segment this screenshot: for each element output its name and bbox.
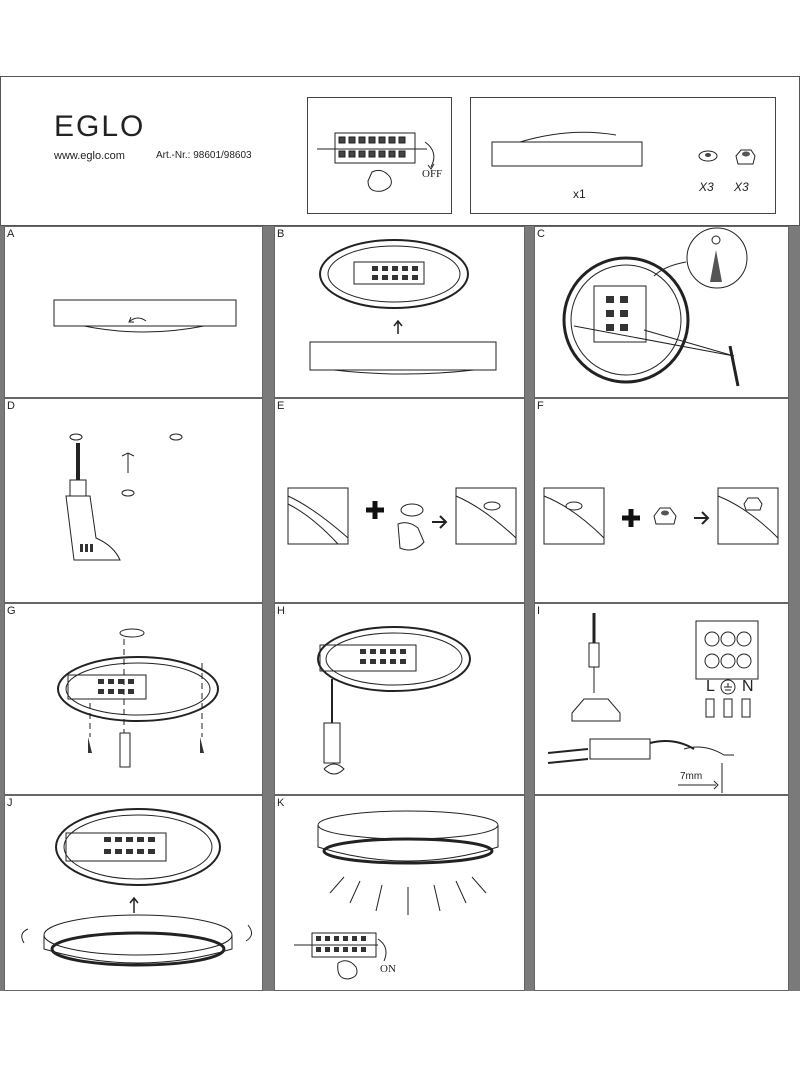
step-panel-k: K: [274, 795, 525, 991]
column-separator: [263, 226, 274, 991]
step-letter: J: [7, 797, 13, 809]
cap-icon: [735, 149, 756, 165]
wiring-illustration: [547, 613, 759, 793]
screw-quantity: X3: [699, 180, 714, 194]
step-letter: F: [537, 400, 544, 412]
screw-icon: [698, 150, 718, 162]
step-letter: H: [277, 605, 285, 617]
cap-quantity: X3: [734, 180, 749, 194]
step-letter: A: [7, 228, 15, 240]
column-separator: [789, 226, 800, 991]
remove-cover-illustration: [309, 239, 497, 375]
step-letter: K: [277, 797, 285, 809]
attach-cap-illustration: [543, 487, 779, 545]
website-text: www.eglo.com: [54, 150, 125, 162]
column-separator: [525, 226, 534, 991]
step-panel-a: A: [4, 226, 263, 398]
brand-logo: EGLO: [54, 110, 146, 143]
breaker-off-icon: [317, 132, 435, 192]
on-label: ON: [380, 963, 396, 975]
parts-list: [470, 97, 776, 214]
power-on-illustration: [294, 810, 499, 980]
attach-cover-illustration: [21, 808, 252, 967]
step-letter: E: [277, 400, 285, 412]
step-letter: I: [537, 605, 541, 617]
article-number: Art.-Nr.: 98601/98603: [156, 150, 252, 161]
terminal-label-l: L: [706, 678, 715, 695]
lamp-quantity: x1: [573, 187, 586, 201]
step-letter: B: [277, 228, 285, 240]
power-off-illustration: [307, 97, 452, 214]
screw-base-illustration: [317, 626, 471, 775]
empty-panel: [534, 795, 789, 991]
terminal-label-n: N: [742, 678, 754, 695]
step-letter: G: [7, 605, 16, 617]
step-panel-d: D: [4, 398, 263, 603]
wire-connection-illustration: [562, 227, 748, 387]
off-label: OFF: [422, 168, 443, 180]
drill-holes-illustration: [65, 433, 183, 561]
fix-base-illustration: [57, 628, 219, 768]
strip-length-label: 7mm: [680, 771, 703, 782]
lamp-rotate-illustration: [53, 299, 237, 333]
column-separator: [0, 226, 4, 991]
step-letter: C: [537, 228, 545, 240]
mount-screw-illustration: [287, 487, 517, 551]
step-letter: D: [7, 400, 15, 412]
step-panel-e: E: [274, 398, 525, 603]
lamp-body-icon: [491, 131, 643, 167]
